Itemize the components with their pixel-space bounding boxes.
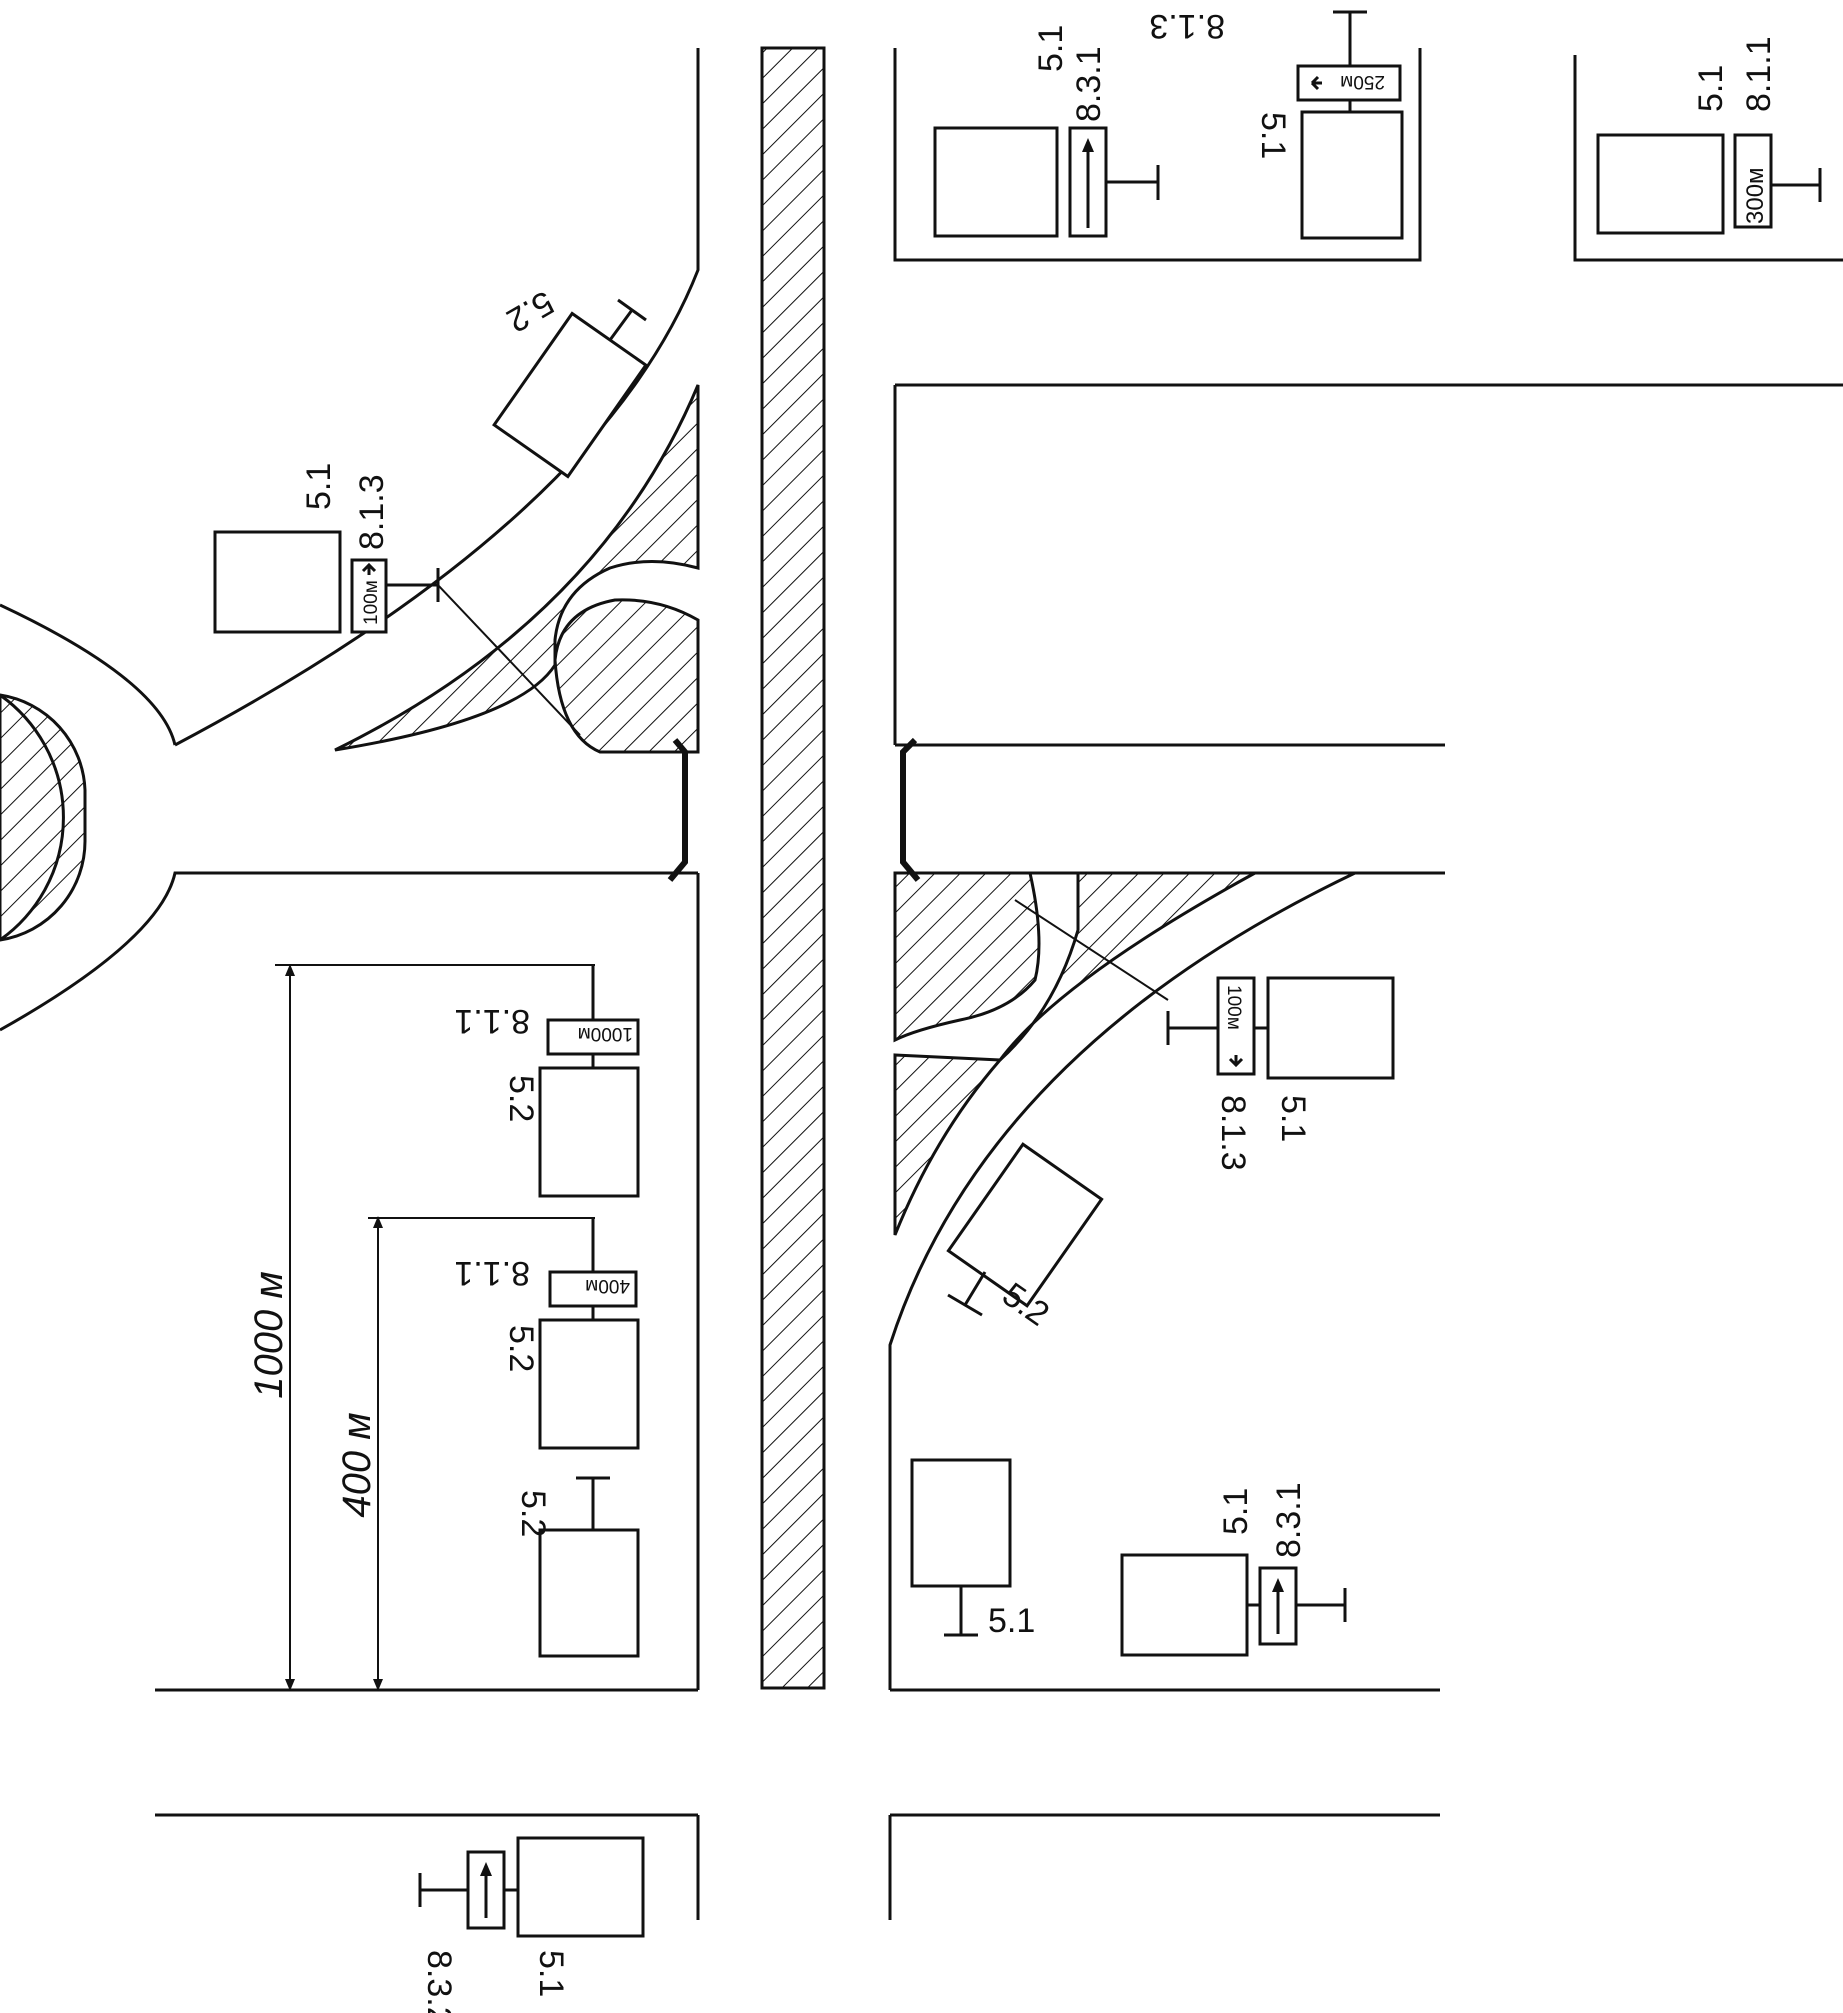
label-8-1-3: 8.1.3 [1214, 1095, 1252, 1171]
sign-group-813-right: 100м 5.1 8.1.3 [1014, 899, 1395, 1171]
label-5-1: 5.1 [988, 1602, 1035, 1640]
sign-group-52-lower: 5.2 [514, 1476, 640, 1658]
right-island-lower [893, 1053, 1004, 1236]
left-island-loop [553, 598, 700, 754]
right-island-wedge [998, 871, 1256, 1062]
label-8-3-1: 8.3.1 [1070, 46, 1108, 122]
sign-group-832-bottom: 5.1 8.3.2 [418, 1836, 645, 2013]
plate-distance-250m: 250м [1340, 71, 1385, 92]
label-5-2: 5.2 [502, 1325, 540, 1372]
plate-8-1-1 [1733, 133, 1773, 229]
left-road-edge-top [174, 48, 700, 747]
label-8-3-2: 8.3.2 [420, 1950, 458, 2013]
side-road-lower-line [0, 871, 698, 1032]
sign-5-1 [1120, 1553, 1249, 1657]
label-5-1: 5.1 [532, 1950, 570, 1997]
plate-distance-300m: 300м [1742, 167, 1769, 224]
sign-group-831-top: 5.1 8.3.1 [933, 25, 1160, 238]
central-median [760, 46, 826, 1690]
label-5-2: 5.2 [502, 1075, 540, 1122]
sign-5-2 [538, 1066, 640, 1198]
label-5-1: 5.1 [300, 463, 338, 510]
sign-5-2 [538, 1528, 640, 1658]
right-island-upper [893, 871, 1041, 1043]
overpass-mark-right [900, 737, 921, 882]
sign-5-1 [1266, 976, 1395, 1080]
overpass-mark-left [667, 738, 688, 882]
sign-group-811-400: 400м 5.2 8.1.1 [454, 1218, 640, 1450]
label-5-1: 5.1 [1254, 112, 1292, 159]
sign-group-52-ramp: 5.2 [492, 283, 648, 479]
dimension-1000m: 1000 м [247, 964, 595, 1691]
sign-group-811-top-right: 300м 5.1 8.1.1 [1596, 36, 1822, 235]
ramp-upper-line [0, 603, 177, 746]
sign-group-811-1000: 1000м 5.2 8.1.1 [454, 965, 640, 1198]
left-island-upper [334, 384, 700, 752]
label-5-1: 5.1 [1274, 1095, 1312, 1142]
sign-group-52-right: 5.2 [946, 1142, 1104, 1334]
dimension-1000m-label: 1000 м [247, 1271, 291, 1399]
plate-distance-400m: 400м [585, 1275, 630, 1296]
sign-5-1 [933, 126, 1059, 238]
sign-group-813-left: 100м 5.1 8.1.3 [213, 463, 581, 736]
label-8-1-3: 8.1.3 [1149, 7, 1225, 45]
plate-distance-100m: 100м [1223, 985, 1244, 1030]
label-5-1: 5.1 [1217, 1488, 1255, 1535]
right-road-edge-top [893, 48, 1422, 262]
label-5-1: 5.1 [1032, 25, 1070, 72]
sign-group-51-right-lower: 5.1 [910, 1458, 1035, 1640]
dimension-400m: 400 м [335, 1216, 595, 1691]
dimension-400m-label: 400 м [335, 1412, 379, 1517]
label-5-2: 5.2 [500, 283, 560, 340]
sign-group-813-top: 250м 5.1 8.1.3 [1149, 7, 1404, 240]
label-8-3-1: 8.3.1 [1270, 1482, 1308, 1558]
label-8-1-3: 8.1.3 [353, 474, 391, 550]
sign-5-2 [946, 1142, 1104, 1308]
sign-5-1 [1300, 110, 1404, 240]
plate-distance-1000m: 1000м [578, 1023, 633, 1044]
plate-distance-100m: 100м [361, 580, 382, 625]
sign-5-1 [910, 1458, 1012, 1588]
sign-5-1 [516, 1836, 645, 1938]
sign-5-1 [213, 530, 342, 634]
label-8-1-1: 8.1.1 [454, 1002, 530, 1040]
label-5-2: 5.2 [514, 1490, 552, 1537]
loop-roadway [0, 693, 87, 942]
right-road-edge-curve [888, 871, 1445, 1690]
label-8-1-1: 8.1.1 [454, 1254, 530, 1292]
sign-group-831-right-lower: 5.1 8.3.1 [1120, 1482, 1347, 1657]
right-block-top-far [1573, 55, 1843, 262]
sign-5-2 [538, 1318, 640, 1450]
label-5-1: 5.1 [1692, 65, 1730, 112]
label-8-1-1: 8.1.1 [1740, 36, 1778, 112]
sign-5-1 [1596, 133, 1725, 235]
sign-5-2 [492, 311, 648, 479]
